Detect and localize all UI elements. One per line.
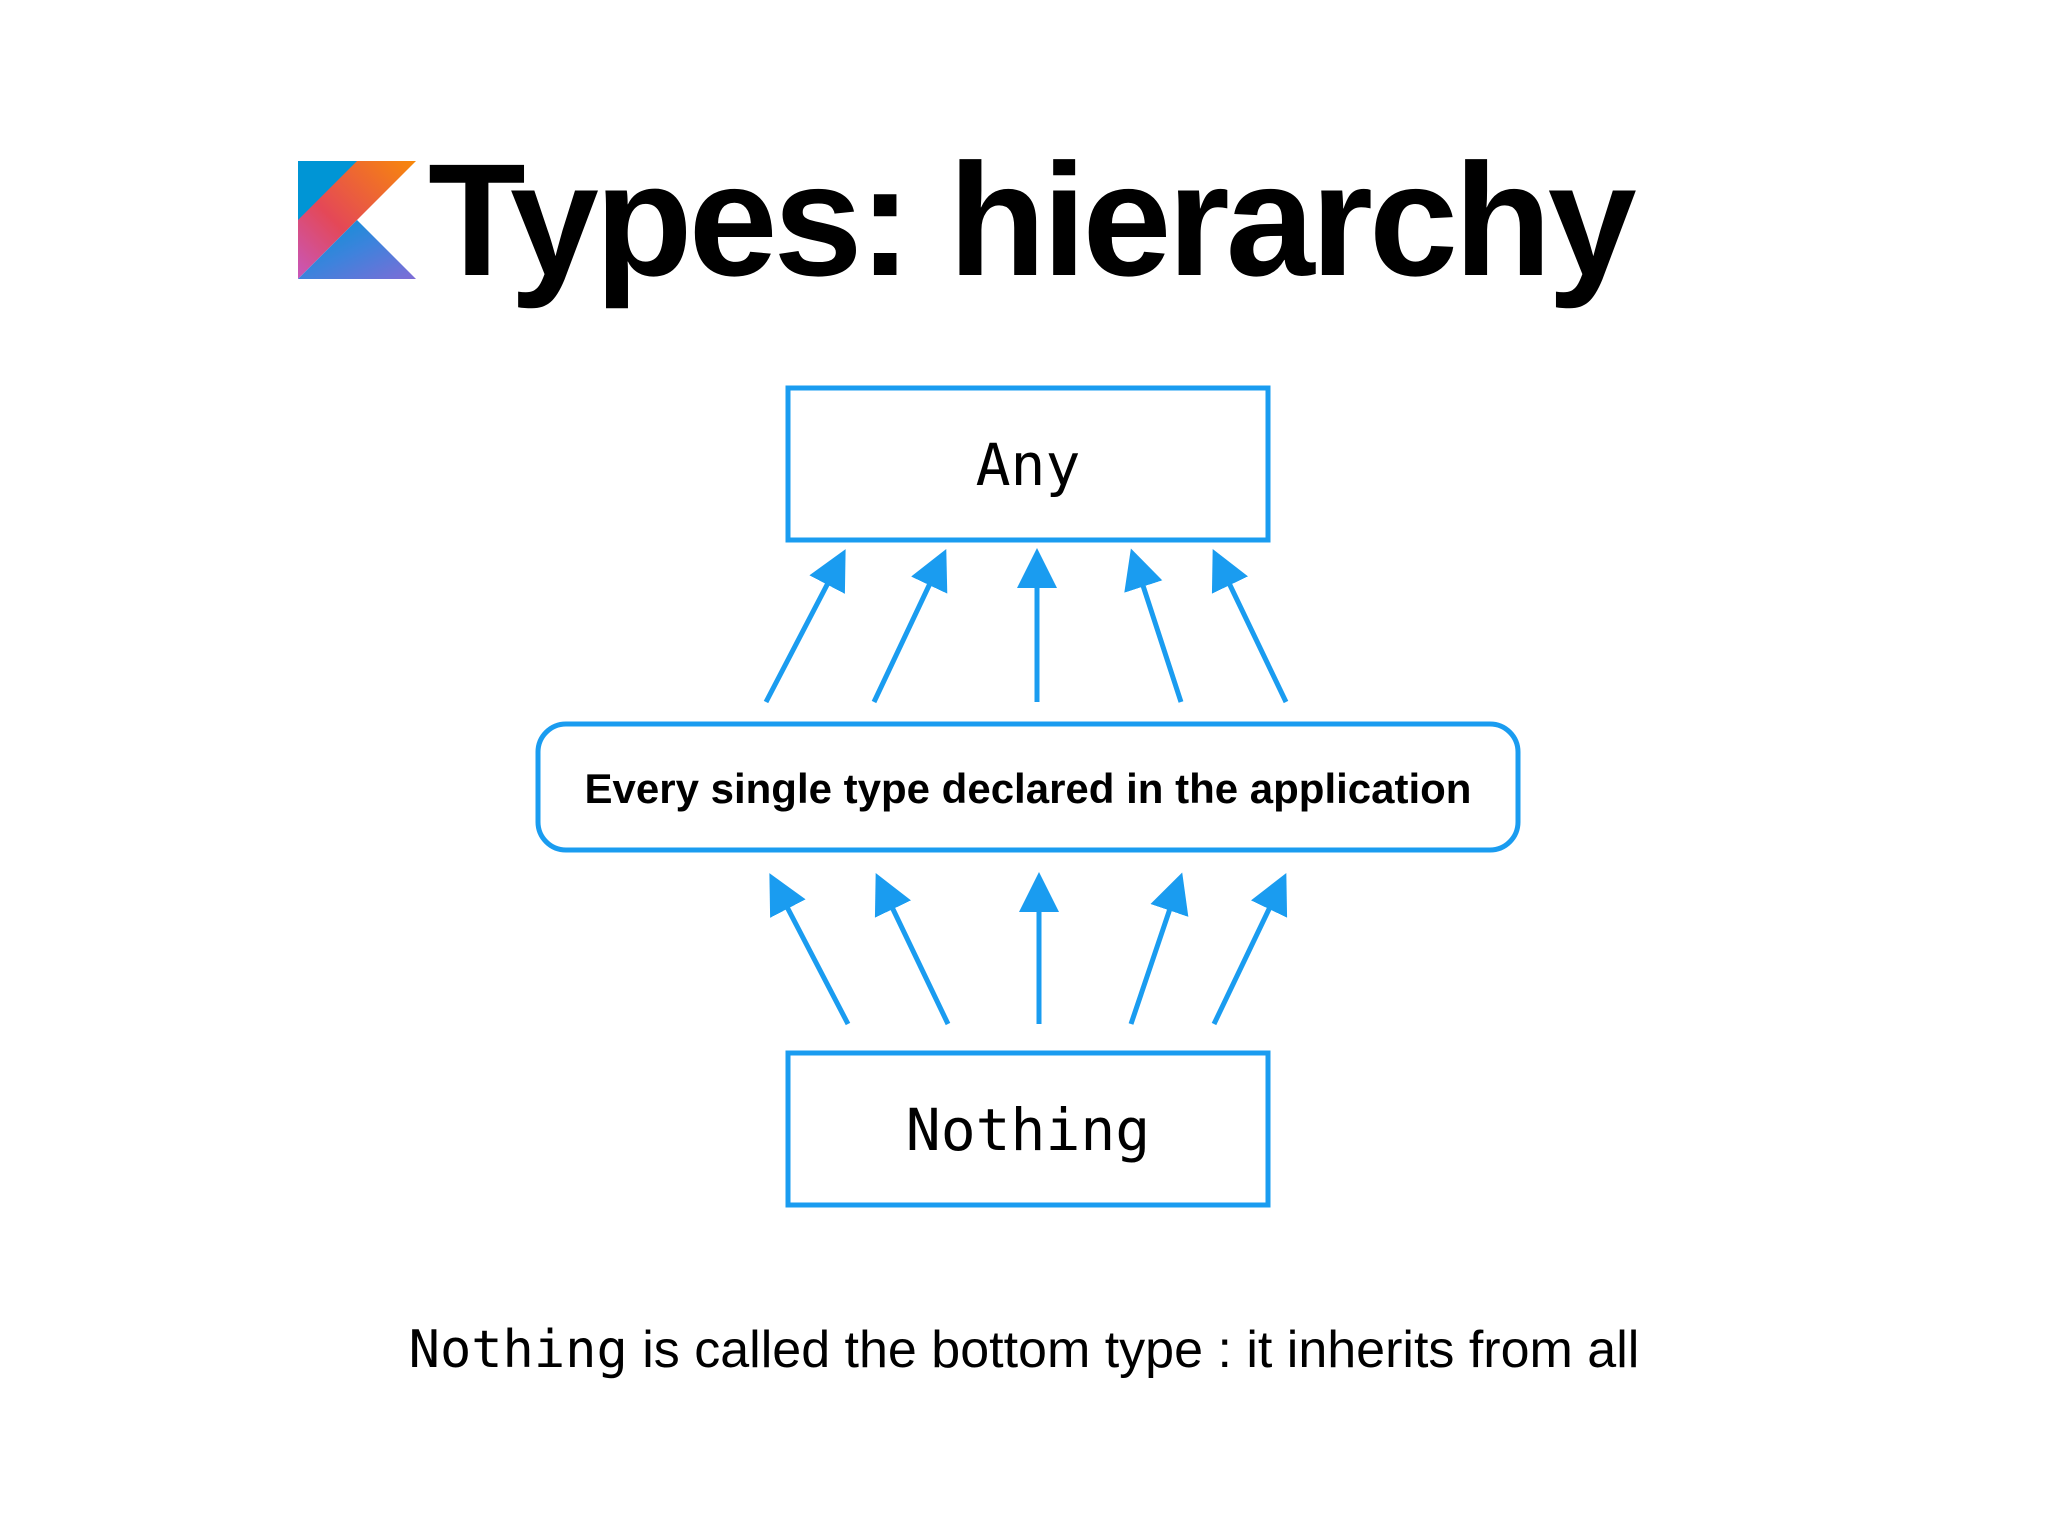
arrow-up-icon xyxy=(1211,548,1289,704)
page-title: Types: hierarchy xyxy=(428,130,1637,309)
arrow-up-icon xyxy=(874,872,951,1026)
all-types-node: Every single type declared in the applic… xyxy=(535,721,1521,853)
title-row: Types: hierarchy xyxy=(298,130,1637,310)
arrow-up-icon xyxy=(1211,872,1288,1026)
arrows-to-any xyxy=(763,548,1289,704)
arrow-up-icon xyxy=(1128,872,1189,1025)
arrow-up-icon xyxy=(871,548,948,704)
caption: Nothing is called the bottom type : it i… xyxy=(0,1320,2048,1380)
caption-code: Nothing xyxy=(408,1320,628,1380)
kotlin-logo-icon xyxy=(298,161,416,279)
any-node: Any xyxy=(785,385,1271,543)
arrow-up-icon xyxy=(763,549,846,704)
arrows-from-nothing xyxy=(769,872,1288,1026)
all-types-node-label: Every single type declared in the applic… xyxy=(585,765,1472,812)
any-node-label: Any xyxy=(976,431,1081,499)
nothing-node-label: Nothing xyxy=(906,1096,1150,1164)
caption-text: is called the bottom type : it inherits … xyxy=(627,1321,1640,1379)
arrow-up-icon xyxy=(769,873,851,1026)
arrow-up-icon xyxy=(1124,548,1184,703)
nothing-node: Nothing xyxy=(785,1050,1271,1208)
